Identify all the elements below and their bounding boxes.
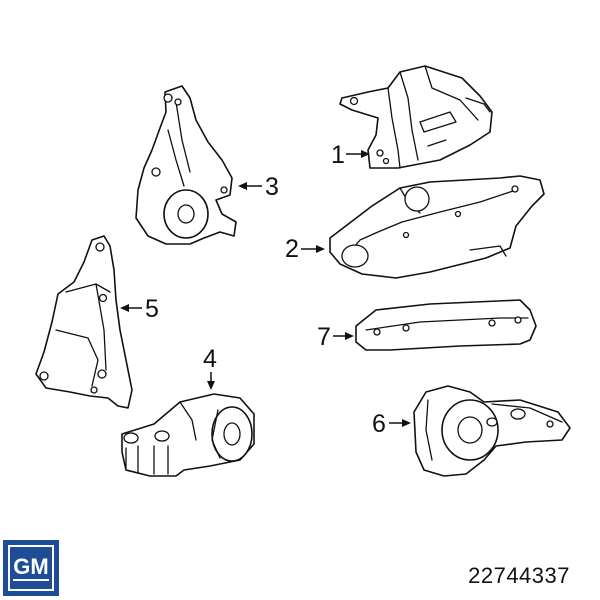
part-2-bracket (329, 175, 545, 279)
part-5-bracket (35, 235, 133, 409)
part-number: 22744337 (468, 563, 570, 588)
gm-logo-frame: GM (8, 545, 54, 591)
callout-7: 7 (317, 323, 354, 351)
callout-5-number: 5 (145, 295, 159, 323)
part-7-bar (355, 299, 537, 351)
callout-1-number: 1 (331, 141, 345, 169)
callout-5: 5 (120, 295, 159, 323)
callout-7-number: 7 (317, 323, 331, 351)
callout-3-number: 3 (265, 173, 279, 201)
callout-6: 6 (372, 410, 411, 438)
callout-2-number: 2 (285, 235, 299, 263)
callout-4-number: 4 (203, 345, 217, 373)
part-4-mount (121, 393, 255, 477)
part-3-mount (135, 85, 237, 245)
gm-logo-text: GM (13, 553, 49, 581)
callout-2: 2 (285, 235, 325, 263)
callout-1: 1 (331, 141, 370, 169)
callout-4: 4 (203, 345, 217, 390)
callout-3: 3 (238, 173, 279, 201)
callout-6-number: 6 (372, 410, 386, 438)
gm-logo: GM (3, 540, 59, 596)
part-6-mount (413, 385, 571, 477)
part-1-engine-mount (339, 65, 493, 169)
